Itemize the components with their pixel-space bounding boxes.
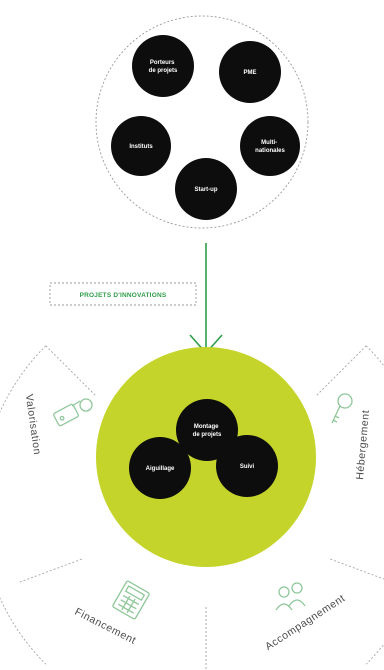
- actor-pme-label: PME: [243, 70, 256, 76]
- actor-porteurs-de-projets: Porteurs de projets: [132, 35, 194, 97]
- actor-multinationales: Multi- nationales: [240, 116, 300, 176]
- actor-porteurs-line1: Porteurs: [150, 60, 175, 66]
- core-aiguillage-label: Aiguillage: [146, 466, 175, 472]
- actors-cluster-outline: [95, 15, 309, 229]
- actor-startup-label: Start-up: [195, 187, 218, 193]
- svg-text:Porteurs de projets: Porteurs de projets: [149, 60, 178, 74]
- actor-instituts-label: Instituts: [129, 144, 153, 150]
- service-accompagnement-label: Accompagnement: [263, 592, 348, 653]
- people-icon: [275, 582, 306, 611]
- services-ring: [0, 345, 384, 670]
- actor-start-up: Start-up: [175, 158, 237, 220]
- actor-multinationales-line2: nationales: [255, 148, 285, 154]
- core-montage-de-projets: Montage de projets: [176, 399, 238, 461]
- svg-text:Montage de projets: Montage de projets: [193, 424, 222, 438]
- actor-multinationales-line1: Multi-: [261, 140, 277, 146]
- svg-text:Multi- nationales: Multi- nationales: [255, 140, 285, 154]
- key-icon: [331, 393, 353, 424]
- core-montage-line1: Montage: [194, 424, 219, 430]
- service-valorisation-label: Valorisation: [23, 393, 43, 455]
- service-hebergement-label: Hébergement: [354, 409, 372, 480]
- flow-tag-label: PROJETS D'INNOVATIONS: [80, 292, 167, 299]
- actor-porteurs-line2: de projets: [149, 68, 178, 74]
- core-montage-line2: de projets: [193, 432, 222, 438]
- core-aiguillage: Aiguillage: [129, 437, 191, 499]
- calculator-icon: [112, 580, 150, 620]
- actor-instituts: Instituts: [111, 116, 171, 176]
- core-suivi: Suivi: [216, 435, 278, 497]
- actor-pme: PME: [219, 41, 281, 103]
- core-suivi-label: Suivi: [240, 464, 255, 470]
- flow-tag: PROJETS D'INNOVATIONS: [49, 282, 197, 306]
- key-tag-icon: [53, 398, 93, 427]
